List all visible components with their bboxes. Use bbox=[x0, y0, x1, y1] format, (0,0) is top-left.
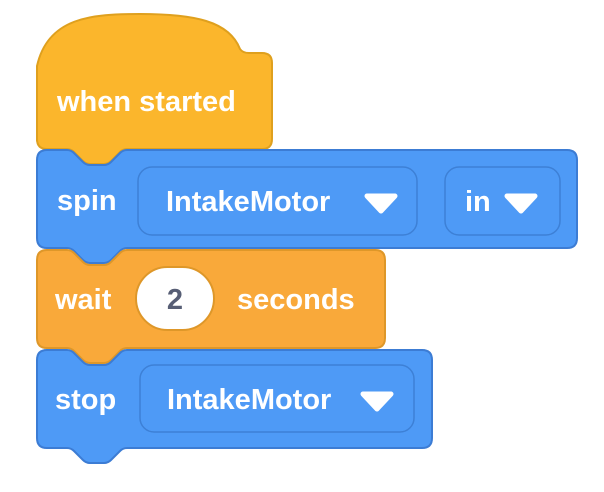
block-when-started[interactable]: when started bbox=[36, 13, 273, 165]
block-wait[interactable]: wait 2 seconds bbox=[36, 249, 386, 364]
stop-motor-dropdown[interactable]: IntakeMotor bbox=[139, 364, 415, 433]
dropdown-arrow-icon bbox=[360, 391, 394, 412]
spin-direction-dropdown-value: in bbox=[465, 186, 491, 218]
spin-motor-dropdown-field bbox=[137, 166, 418, 236]
stop-motor-dropdown-field bbox=[139, 364, 415, 433]
block-stop[interactable]: stop IntakeMotor bbox=[36, 349, 433, 464]
wait-seconds-input[interactable]: 2 bbox=[135, 266, 215, 331]
wait-unit-label: seconds bbox=[237, 284, 355, 316]
spin-motor-dropdown-value: IntakeMotor bbox=[166, 186, 330, 218]
wait-seconds-input-field bbox=[135, 266, 215, 331]
dropdown-arrow-icon bbox=[504, 193, 538, 214]
wait-label: wait bbox=[54, 284, 112, 316]
block-spin[interactable]: spin IntakeMotor in bbox=[36, 149, 578, 264]
stop-label: stop bbox=[55, 384, 116, 416]
dropdown-arrow-icon bbox=[364, 193, 398, 214]
spin-motor-dropdown[interactable]: IntakeMotor bbox=[137, 166, 418, 236]
when-started-label: when started bbox=[56, 86, 236, 118]
spin-direction-dropdown-field bbox=[444, 166, 561, 236]
spin-direction-dropdown[interactable]: in bbox=[444, 166, 561, 236]
wait-seconds-value: 2 bbox=[167, 284, 183, 316]
stop-motor-dropdown-value: IntakeMotor bbox=[167, 384, 331, 416]
spin-label: spin bbox=[57, 185, 117, 217]
